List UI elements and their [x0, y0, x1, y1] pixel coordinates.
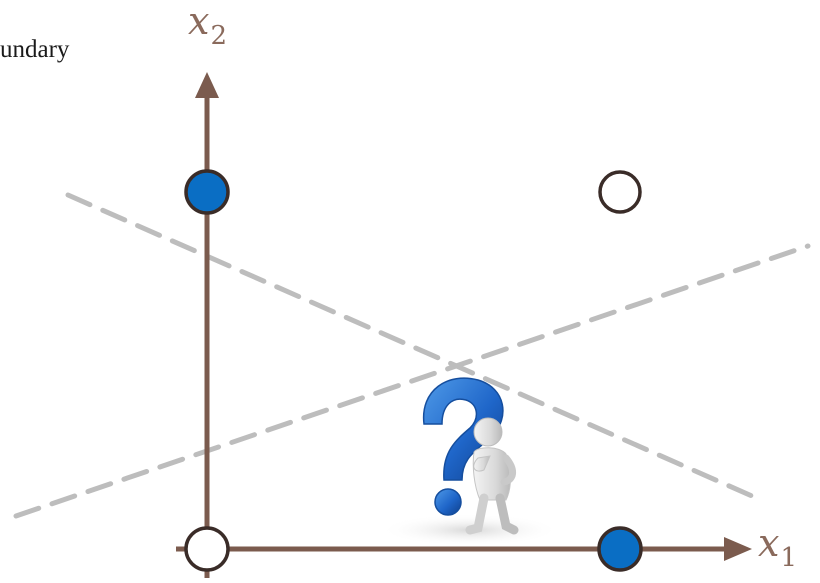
point-origin — [186, 528, 228, 570]
point-x1 — [599, 528, 641, 570]
boundary-line-2 — [16, 246, 808, 516]
x2-axis — [195, 72, 219, 578]
thinking-person-question-mark-icon — [380, 378, 560, 546]
point-top-right — [600, 172, 640, 212]
boundary-line-1 — [68, 195, 752, 496]
point-x2 — [186, 171, 228, 213]
